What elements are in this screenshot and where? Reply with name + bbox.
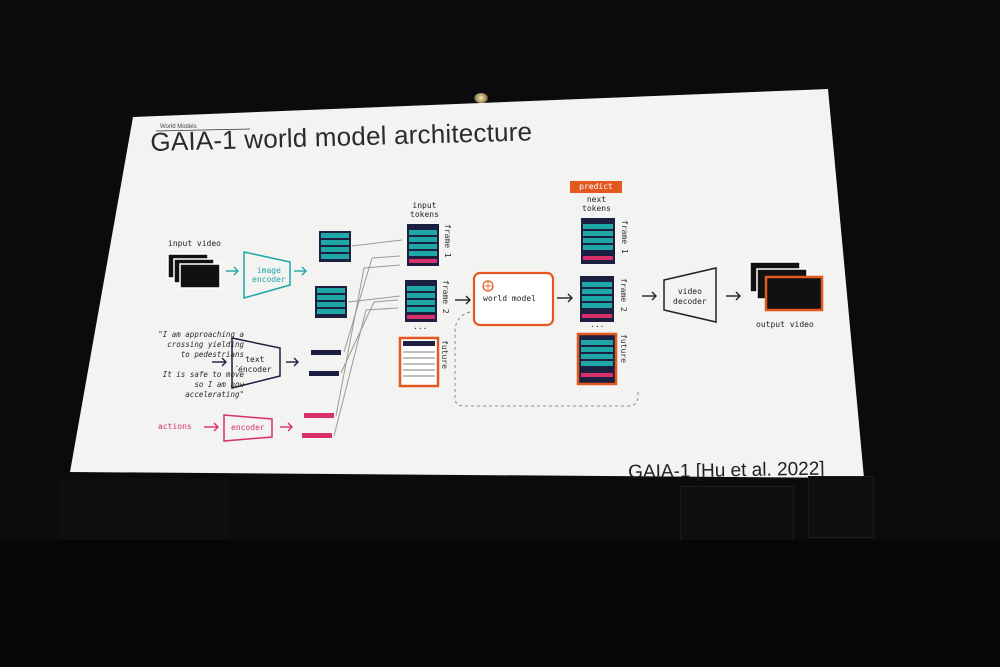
text-token-1 [311,350,341,355]
action-encoder-shape [223,414,273,442]
text-prompt: "I am approaching a crossing yielding to… [158,330,244,399]
image-tokens-frame1 [319,231,351,262]
token-connectors [333,239,403,437]
arrow-actions-to-encoder [204,422,219,432]
arrow-world-model-to-next [557,293,573,303]
next-frame1-label: frame 1 [620,220,629,254]
world-model-box [472,271,555,327]
arrow-action-encoder-out [280,422,293,432]
predict-badge: predict [570,181,622,193]
arrow-text-to-encoder [212,357,227,367]
screen-surface [70,89,864,478]
input-frame1-label: frame 1 [443,224,452,258]
action-encoder-label: encoder [231,423,265,432]
next-ellipsis: ... [590,320,605,329]
input-video-frames [167,253,221,289]
next-tokens-label: next tokens [582,195,611,213]
video-decoder-label: video decoder [673,287,707,306]
input-token-frame2 [405,280,437,322]
stage-monitor-left [58,478,230,540]
input-frame2-label: frame 2 [441,280,450,314]
next-token-frame2 [580,276,614,322]
input-token-future [398,336,440,388]
arrow-next-to-decoder [642,291,657,301]
input-ellipsis: ... [413,322,428,331]
arrow-text-encoder-out [286,357,299,367]
arrow-decoder-to-output [726,291,741,301]
actions-label: actions [158,422,192,431]
image-encoder-shape [243,251,291,299]
input-token-frame1 [407,224,439,266]
image-tokens-frame2 [315,286,347,318]
input-video-label: input video [168,239,221,248]
stage-speaker-right [808,476,874,538]
action-token-1 [304,413,334,418]
text-token-2 [309,371,339,376]
action-token-2 [302,433,332,438]
image-encoder-label: image encoder [252,266,286,284]
next-future-label: future [619,334,628,363]
input-tokens-label: input tokens [410,201,439,219]
next-token-frame1 [581,218,615,264]
output-video-frames [749,261,824,312]
text-encoder-label: text encoder [238,355,272,374]
next-frame2-label: frame 2 [619,278,628,312]
next-token-future [576,332,618,386]
text-encoder-shape [231,337,281,389]
output-video-label: output video [756,320,814,329]
stage-light [474,93,488,103]
arrow-encoder-to-tokens [294,266,307,276]
arrow-video-to-encoder [226,266,239,276]
breadcrumb: World Models [160,124,197,130]
input-future-label: future [440,340,449,369]
video-decoder-shape [663,267,717,323]
breadcrumb-rule [155,128,251,132]
citation: GAIA-1 [Hu et al. 2022] [628,458,825,483]
world-model-label: world model [483,294,536,303]
stage-floor [0,540,1000,667]
arrow-tokens-to-world-model [455,295,471,305]
